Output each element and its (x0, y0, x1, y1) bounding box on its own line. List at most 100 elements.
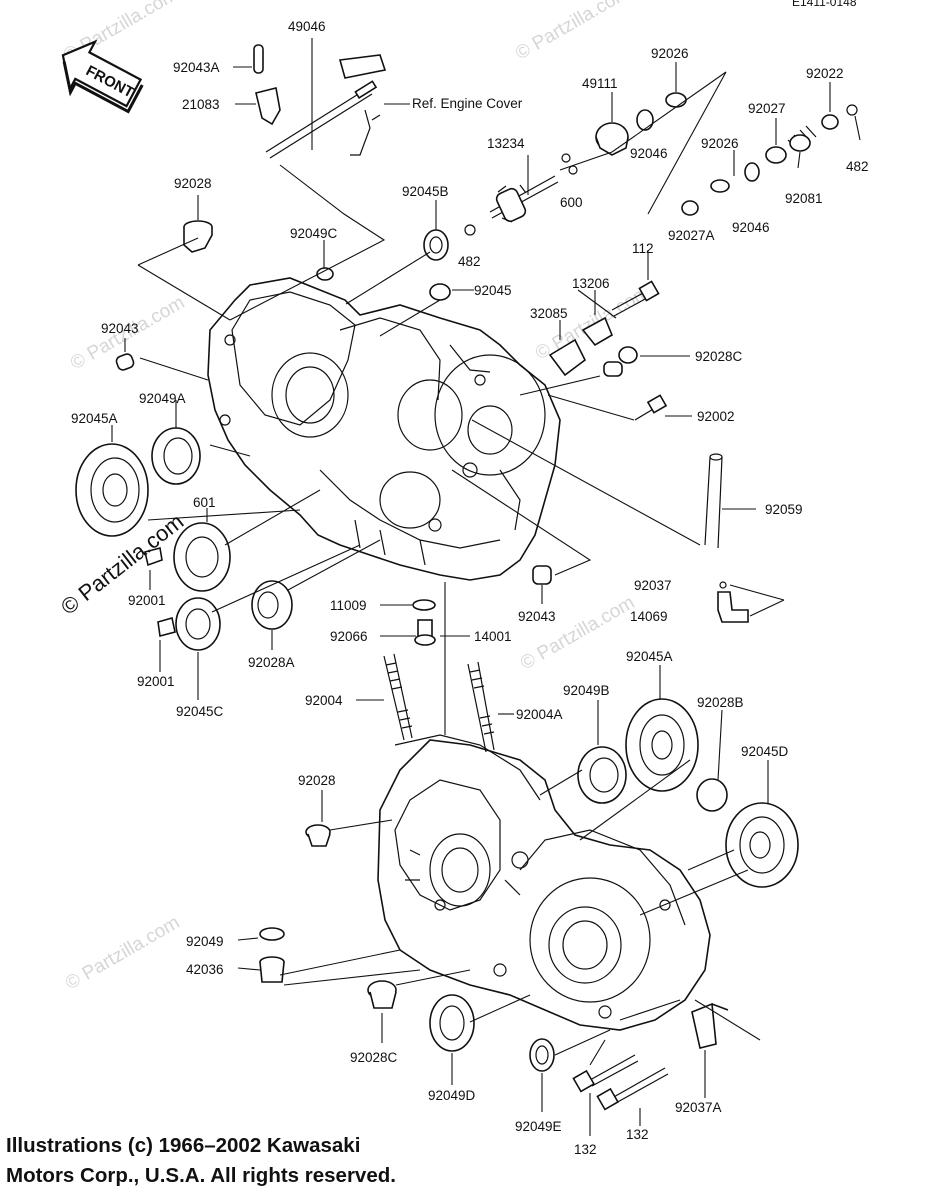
seal-92049C (316, 267, 334, 281)
stud-92004A (467, 661, 495, 753)
bolt-92001 (144, 547, 163, 567)
part-label[interactable]: 92045A (626, 649, 673, 664)
part-label[interactable]: 132 (626, 1127, 649, 1142)
plug-92028-mid (305, 824, 331, 847)
plug-92028-top (183, 220, 213, 253)
part-label[interactable]: 92004A (516, 707, 563, 722)
part-label[interactable]: 92002 (697, 409, 735, 424)
part-label[interactable]: 92027A (668, 228, 715, 243)
part-label[interactable]: 92022 (806, 66, 844, 81)
washer-92022 (821, 114, 839, 130)
part-label[interactable]: 92001 (137, 674, 175, 689)
dowel-pin-92043 (532, 565, 552, 585)
part-label[interactable]: 92027 (748, 101, 786, 116)
part-label[interactable]: 132 (574, 1142, 597, 1157)
plate-13206 (581, 316, 614, 347)
reference-note: Ref. Engine Cover (412, 96, 523, 111)
part-label[interactable]: 49046 (288, 19, 326, 34)
part-label[interactable]: 92049E (515, 1119, 562, 1134)
copyright-notice: Illustrations (c) 1966–2002 Kawasaki Mot… (6, 1131, 566, 1191)
part-label[interactable]: 92043 (101, 321, 139, 336)
part-label[interactable]: 92081 (785, 191, 823, 206)
shift-shaft (265, 54, 387, 159)
part-label[interactable]: 92037 (634, 578, 672, 593)
part-label[interactable]: 32085 (530, 306, 568, 321)
hose-92059 (704, 456, 723, 549)
part-label[interactable]: 601 (193, 495, 216, 510)
part-label[interactable]: 14069 (630, 609, 668, 624)
washer-92026 (665, 92, 687, 108)
seal-92049E (529, 1038, 555, 1072)
collar-92028B (696, 778, 728, 812)
part-label[interactable]: 92028 (298, 773, 336, 788)
part-label[interactable]: 92045C (176, 704, 224, 719)
seal-92049 (259, 927, 285, 941)
part-label[interactable]: 92026 (651, 46, 689, 61)
part-label[interactable]: 92045D (741, 744, 789, 759)
part-label[interactable]: 92028A (248, 655, 295, 670)
part-label[interactable]: 482 (846, 159, 869, 174)
part-label[interactable]: 92049B (563, 683, 610, 698)
part-label[interactable]: 92049D (428, 1088, 476, 1103)
bolt-132 (572, 1054, 639, 1093)
part-label[interactable]: 112 (632, 241, 654, 256)
left-crankcase-half (207, 277, 561, 581)
watermark-text: © Partzilla.com (517, 592, 638, 674)
gear-13234 (489, 175, 559, 223)
part-label[interactable]: 92028B (697, 695, 744, 710)
part-number-labels: 49046 92043A 21083 92028 92049C 92045B 4… (71, 19, 869, 1157)
bolt-92002 (634, 394, 668, 421)
seal-92046 (744, 162, 760, 182)
plug-92028C-bottom (367, 980, 397, 1009)
part-label[interactable]: 14001 (474, 629, 512, 644)
part-label[interactable]: 92026 (701, 136, 739, 151)
part-label[interactable]: 92046 (630, 146, 668, 161)
spring-92081 (787, 125, 817, 152)
part-label[interactable]: 92059 (765, 502, 803, 517)
collar-92028A (251, 580, 293, 630)
part-label[interactable]: 92049 (186, 934, 224, 949)
watermark-text: © Partzilla.com (62, 912, 183, 994)
bolt-92001 (157, 616, 176, 638)
part-label[interactable]: 92066 (330, 629, 368, 644)
part-label[interactable]: 92049A (139, 391, 186, 406)
part-label[interactable]: 11009 (330, 598, 367, 613)
part-label[interactable]: 92045A (71, 411, 118, 426)
part-label[interactable]: 600 (560, 195, 583, 210)
part-label[interactable]: 92028C (695, 349, 743, 364)
part-label[interactable]: 92049C (290, 226, 338, 241)
bolt-132 (596, 1067, 669, 1111)
part-label[interactable]: 92043A (173, 60, 220, 75)
part-label[interactable]: 92045B (402, 184, 449, 199)
bearing-92045B (423, 229, 449, 261)
washer-92027A (681, 200, 699, 216)
bearing-601 (173, 522, 231, 592)
part-label[interactable]: 42036 (186, 962, 224, 977)
part-label[interactable]: 21083 (182, 97, 220, 112)
copyright-line-2: Motors Corp., U.S.A. All rights reserved… (6, 1164, 396, 1187)
elbow-14069 (717, 591, 749, 623)
part-label[interactable]: 49111 (582, 76, 618, 91)
diagram-code: E1411-0148 (792, 0, 857, 9)
sensor-21083 (255, 87, 281, 126)
seal-92049A (151, 427, 201, 485)
bearing-92045A-left (75, 443, 149, 537)
part-label[interactable]: 92046 (732, 220, 770, 235)
part-label[interactable]: 92028 (174, 176, 212, 191)
part-label[interactable]: 482 (458, 254, 481, 269)
part-label[interactable]: 92028C (350, 1050, 398, 1065)
bearing-92045A-right (625, 698, 699, 792)
part-label[interactable]: 92037A (675, 1100, 722, 1115)
part-label[interactable]: 13234 (487, 136, 525, 151)
part-label[interactable]: 92004 (305, 693, 343, 708)
bearing-92045D (725, 802, 799, 888)
part-label[interactable]: 92043 (518, 609, 556, 624)
copyright-line-1: Illustrations (c) 1966–2002 Kawasaki (6, 1134, 361, 1157)
collar-42036 (259, 956, 285, 983)
part-label[interactable]: 92045 (474, 283, 512, 298)
part-label[interactable]: 92001 (128, 593, 166, 608)
washer-92027 (765, 146, 787, 164)
part-label[interactable]: 13206 (572, 276, 610, 291)
